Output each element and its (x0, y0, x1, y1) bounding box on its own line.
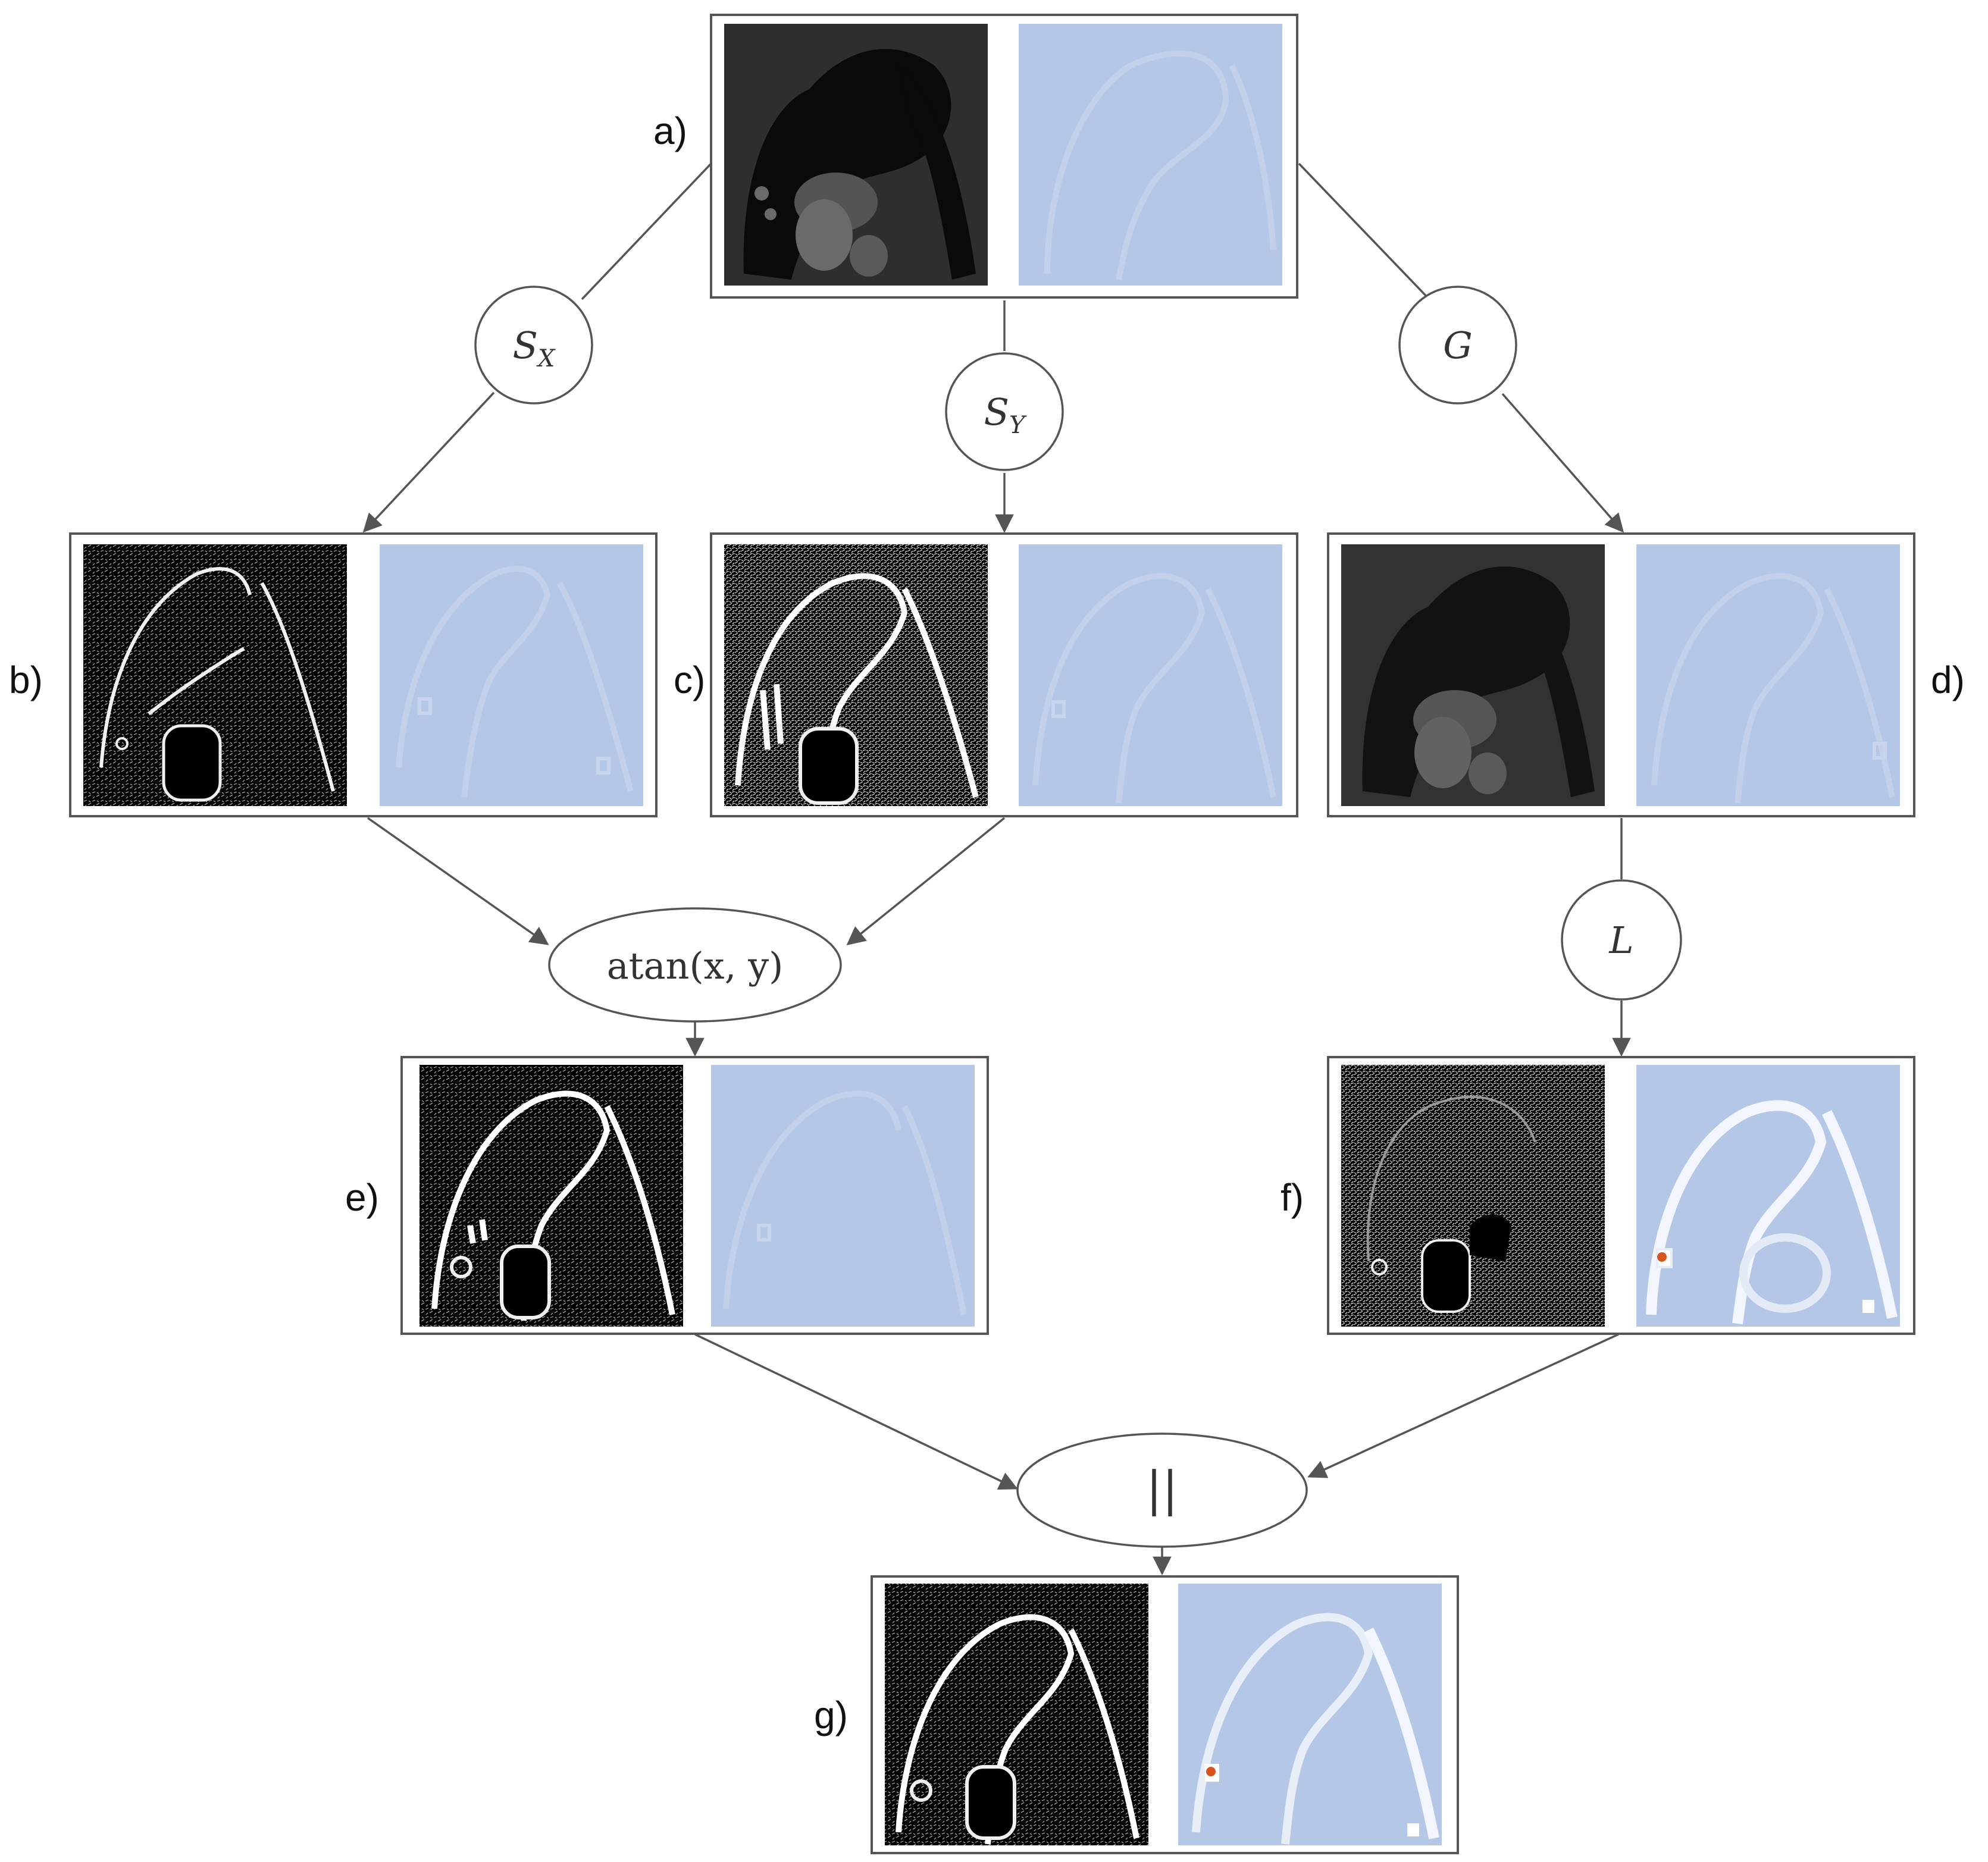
operator-sx-node (474, 286, 593, 405)
panel-d-blur-image (1341, 544, 1605, 806)
panel-a-mask-image (1019, 24, 1282, 286)
panel-c-mask-image (1019, 544, 1282, 806)
panel-d: d) (1327, 532, 1965, 817)
svg-text:SY: SY (984, 390, 1027, 439)
panel-d-label: d) (1931, 659, 1965, 701)
panel-g: g) (814, 1575, 1459, 1854)
connector-c-to-atan (846, 817, 1006, 945)
panel-f-laplacian-image (1341, 1065, 1605, 1327)
operator-l: L (1561, 879, 1682, 1001)
panel-g-label: g) (814, 1694, 848, 1736)
operator-sy-main: S (984, 390, 1009, 434)
panel-e-label: e) (345, 1176, 379, 1219)
operator-l-label: L (1608, 919, 1633, 962)
connector-e-to-concat (694, 1333, 1018, 1490)
operator-concat-label: || (1146, 1461, 1178, 1516)
operator-atan: atan(x, y) (548, 907, 842, 1023)
connector-b-to-atan (367, 817, 549, 945)
panel-b: b) (9, 532, 658, 817)
panel-g-gradient-image (885, 1584, 1148, 1845)
operator-sx-main: S (513, 324, 538, 367)
panel-b-label: b) (9, 659, 43, 701)
connector-f-to-concat (1307, 1333, 1619, 1478)
operator-sx-sub: X (536, 345, 556, 372)
panel-a: a) (653, 14, 1298, 299)
operator-concat-node (1016, 1432, 1308, 1548)
panel-b-edge-image (83, 544, 347, 806)
connector-g-to-d (1501, 393, 1624, 533)
operator-g-label: G (1443, 324, 1473, 367)
connector-a-to-g (1298, 162, 1430, 300)
panel-f: f) (1281, 1056, 1915, 1335)
operator-sy: SY (945, 352, 1064, 471)
panel-c: c) (674, 532, 1298, 817)
panel-e: e) (345, 1056, 989, 1335)
panel-g-mask-image (1178, 1584, 1442, 1845)
panel-c-edge-image (724, 544, 988, 806)
operator-concat: || (1016, 1432, 1308, 1548)
operator-g-node (1398, 286, 1517, 405)
panel-f-label: f) (1281, 1176, 1304, 1219)
operator-atan-node (548, 907, 842, 1023)
operator-sy-sub: Y (1009, 412, 1027, 439)
connector-a-to-sx (581, 162, 712, 300)
svg-text:SX: SX (513, 324, 556, 372)
panel-e-gradient-image (419, 1065, 683, 1327)
panel-a-label: a) (653, 109, 687, 152)
operator-l-node (1561, 879, 1682, 1001)
operator-sx: SX (474, 286, 593, 405)
panel-c-label: c) (674, 659, 705, 701)
connectors (362, 162, 1631, 1576)
operator-atan-label: atan(x, y) (607, 944, 784, 988)
panel-a-ct-image (724, 24, 988, 286)
panel-f-mask-image (1636, 1065, 1900, 1327)
connector-sx-to-b (362, 391, 495, 533)
panel-e-mask-image (711, 1065, 975, 1327)
panel-d-mask-image (1636, 544, 1900, 806)
panel-b-mask-image (380, 544, 643, 806)
operator-g: G (1398, 286, 1517, 405)
operator-sy-node (945, 352, 1064, 471)
